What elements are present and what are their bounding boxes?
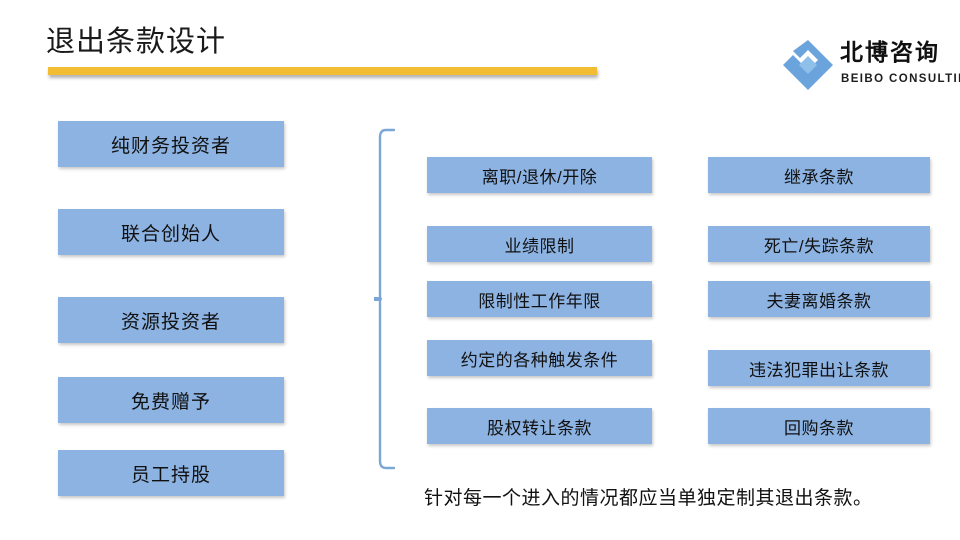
investor-type-box[interactable]: 员工持股 [58, 450, 284, 496]
title-underline-bar [48, 67, 597, 75]
exit-clause-box[interactable]: 违法犯罪出让条款 [708, 350, 930, 386]
exit-clause-box[interactable]: 夫妻离婚条款 [708, 281, 930, 317]
slide-caption: 针对每一个进入的情况都应当单独定制其退出条款。 [424, 488, 873, 509]
diamond-logo-icon [783, 40, 833, 90]
exit-clause-box[interactable]: 回购条款 [708, 408, 930, 444]
exit-condition-box[interactable]: 离职/退休/开除 [427, 157, 652, 193]
investor-type-box[interactable]: 纯财务投资者 [58, 121, 284, 167]
investor-type-box[interactable]: 联合创始人 [58, 209, 284, 255]
exit-condition-box[interactable]: 限制性工作年限 [427, 281, 652, 317]
logo-name-en: BEIBO CONSULTING [841, 73, 960, 85]
exit-condition-box[interactable]: 业绩限制 [427, 226, 652, 262]
brand-logo: 北博咨询 BEIBO CONSULTING [778, 34, 960, 96]
grouping-bracket [374, 128, 396, 470]
exit-clause-box[interactable]: 死亡/失踪条款 [708, 226, 930, 262]
page-title: 退出条款设计 [46, 26, 227, 58]
investor-type-box[interactable]: 免费赠予 [58, 377, 284, 423]
exit-condition-box[interactable]: 股权转让条款 [427, 408, 652, 444]
exit-condition-box[interactable]: 约定的各种触发条件 [427, 340, 652, 376]
exit-clause-box[interactable]: 继承条款 [708, 157, 930, 193]
logo-name-cn: 北博咨询 [840, 39, 940, 66]
investor-type-box[interactable]: 资源投资者 [58, 297, 284, 343]
